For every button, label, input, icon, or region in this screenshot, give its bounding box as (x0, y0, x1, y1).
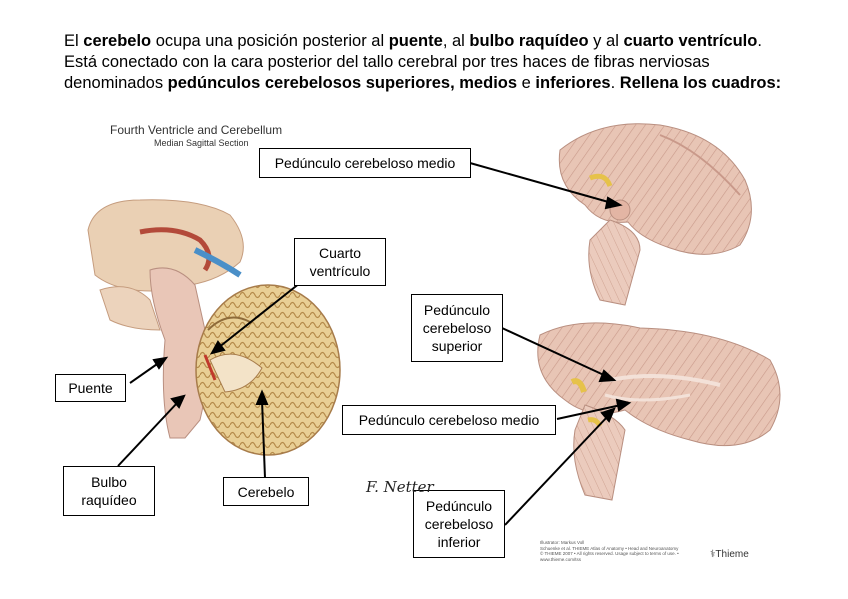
thieme-logo-text: Thieme (715, 549, 748, 560)
brainstem-lateral-bottom-illustration (538, 323, 780, 500)
label-superior-line1: Pedúnculo (424, 301, 490, 319)
label-box-puente: Puente (55, 374, 126, 402)
label-box-peduncle-medio-bottom: Pedúnculo cerebeloso medio (342, 405, 556, 435)
label-bulbo-line2: raquídeo (81, 491, 136, 509)
label-box-peduncle-superior: Pedúnculo cerebeloso superior (411, 294, 503, 362)
label-cuarto-line1: Cuarto (319, 244, 361, 262)
label-cerebelo: Cerebelo (238, 483, 295, 501)
label-box-peduncle-medio-top: Pedúnculo cerebeloso medio (259, 148, 471, 178)
label-box-cerebelo: Cerebelo (223, 477, 309, 506)
label-box-bulbo-raquideo: Bulbo raquídeo (63, 466, 155, 516)
brainstem-lateral-top-illustration (559, 124, 751, 305)
arrow-puente (130, 362, 160, 383)
credit-line-3: © THIEME 2007 • All rights reserved. Usa… (540, 551, 700, 562)
label-inferior-line2: cerebeloso (425, 515, 494, 533)
label-inferior-line3: inferior (438, 533, 481, 551)
netter-signature: F. Netter (366, 478, 434, 496)
label-cuarto-line2: ventrículo (310, 262, 371, 280)
label-medio-top: Pedúnculo cerebeloso medio (275, 154, 456, 172)
label-medio-bottom: Pedúnculo cerebeloso medio (359, 411, 540, 429)
label-inferior-line1: Pedúnculo (426, 497, 492, 515)
thieme-logo: ⚕Thieme (710, 549, 749, 560)
label-box-cuarto-ventriculo: Cuarto ventrículo (294, 238, 386, 286)
label-bulbo-line1: Bulbo (91, 473, 127, 491)
label-puente: Puente (68, 379, 112, 397)
image-credits: Illustrator: Markus Voll Schuenke et al.… (540, 540, 700, 562)
label-box-peduncle-inferior: Pedúnculo cerebeloso inferior (413, 490, 505, 558)
label-superior-line2: cerebeloso (423, 319, 492, 337)
label-superior-line3: superior (432, 337, 483, 355)
